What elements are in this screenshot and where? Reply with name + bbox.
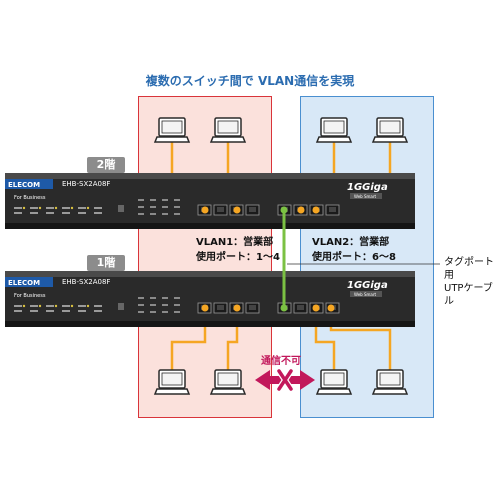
port-6 bbox=[293, 302, 308, 314]
switch-lower: ELECOM EHB-SX2A08F For Business 1GGiga W… bbox=[5, 271, 415, 327]
blocked-label: 通信不可 bbox=[261, 356, 301, 367]
svg-text:EHB-SX2A08F: EHB-SX2A08F bbox=[62, 278, 110, 286]
svg-text:Web Smart: Web Smart bbox=[354, 292, 377, 297]
vlan1-line2: 使用ポート：1〜4 bbox=[196, 252, 280, 263]
laptop-icon bbox=[372, 369, 408, 395]
diagram-title: 複数のスイッチ間で VLAN通信を実現 bbox=[145, 74, 355, 88]
vlan2-line1: VLAN2：営業部 bbox=[312, 237, 390, 248]
port-4 bbox=[245, 302, 260, 314]
laptop-icon bbox=[154, 369, 190, 395]
port-2 bbox=[213, 204, 228, 216]
port-4 bbox=[245, 204, 260, 216]
laptop-icon bbox=[316, 117, 352, 143]
vlan1-label: VLAN1：営業部 使用ポート：1〜4 bbox=[196, 235, 280, 265]
svg-text:ELECOM: ELECOM bbox=[8, 181, 40, 189]
svg-text:Web Smart: Web Smart bbox=[354, 194, 377, 199]
laptop-icon bbox=[154, 117, 190, 143]
vlan2-line2: 使用ポート：6〜8 bbox=[312, 252, 396, 263]
vlan1-line1: VLAN1：営業部 bbox=[196, 237, 274, 248]
laptop-icon bbox=[210, 117, 246, 143]
svg-text:1GGiga: 1GGiga bbox=[347, 182, 388, 193]
tag-cable-label: タグポート用 UTPケーブル bbox=[444, 256, 500, 308]
laptop-icon bbox=[210, 369, 246, 395]
switch-upper: ELECOM EHB-SX2A08F For Business 1GGiga W… bbox=[5, 173, 415, 229]
svg-text:For Business: For Business bbox=[14, 195, 46, 201]
port-8 bbox=[325, 204, 340, 216]
laptop-icon bbox=[372, 117, 408, 143]
blocked-arrow bbox=[255, 368, 315, 392]
svg-text:1GGiga: 1GGiga bbox=[347, 280, 388, 291]
vlan1-zone bbox=[138, 96, 272, 418]
svg-text:EHB-SX2A08F: EHB-SX2A08F bbox=[62, 180, 110, 188]
floor-2-label: 2階 bbox=[87, 157, 125, 173]
floor-1-label: 1階 bbox=[87, 255, 125, 271]
port-2 bbox=[213, 302, 228, 314]
vlan2-label: VLAN2：営業部 使用ポート：6〜8 bbox=[312, 235, 396, 265]
tag-cable-label-line2: UTPケーブル bbox=[444, 283, 493, 307]
svg-text:ELECOM: ELECOM bbox=[8, 279, 40, 287]
svg-text:For Business: For Business bbox=[14, 293, 46, 299]
tag-cable-label-line1: タグポート用 bbox=[444, 257, 494, 281]
vlan2-zone bbox=[300, 96, 434, 418]
laptop-icon bbox=[316, 369, 352, 395]
